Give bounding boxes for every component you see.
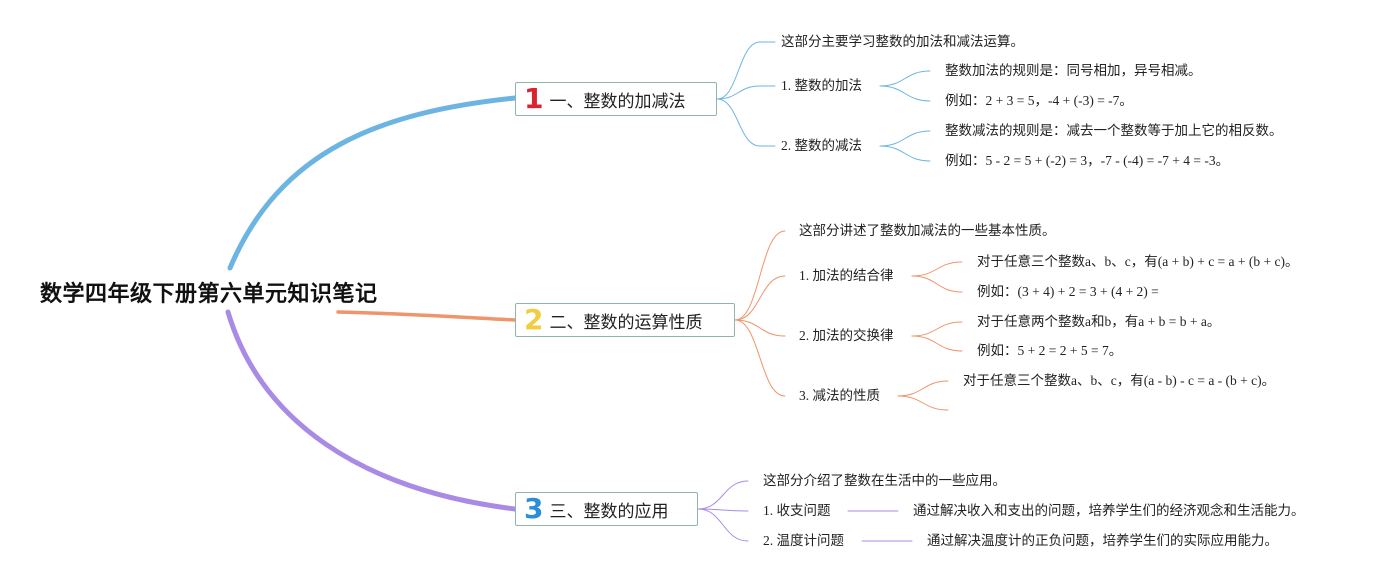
number-1-icon: 1 bbox=[524, 82, 544, 115]
branch-2-intro: 这部分讲述了整数加减法的一些基本性质。 bbox=[799, 223, 1056, 238]
branch-topic-1[interactable]: 1 一、整数的加减法 bbox=[515, 82, 717, 116]
branch-1-link-item1 bbox=[716, 85, 761, 100]
branch-2-link-item1 bbox=[734, 275, 786, 321]
branch-2-link-item2 bbox=[734, 319, 786, 337]
branch-topic-2[interactable]: 2 二、整数的运算性质 bbox=[515, 303, 735, 337]
subtopic-integer-addition[interactable]: 1. 整数的加法 bbox=[781, 78, 862, 93]
branch-3-intro: 这部分介绍了整数在生活中的一些应用。 bbox=[763, 473, 1006, 488]
branch-1-link-item2 bbox=[716, 98, 761, 147]
associative-example-link bbox=[911, 275, 963, 293]
branch-title: 三、整数的应用 bbox=[549, 501, 669, 522]
branch-topic-3[interactable]: 3 三、整数的应用 bbox=[515, 492, 698, 526]
root-topic[interactable]: 数学四年级下册第六单元知识笔记 bbox=[40, 282, 378, 307]
detail-thermometer: 通过解决温度计的正负问题，培养学生们的实际应用能力。 bbox=[927, 533, 1278, 548]
branch-2-link-intro bbox=[734, 230, 786, 321]
subtraction-rule-link bbox=[879, 130, 931, 147]
detail-income-expense: 通过解决收入和支出的问题，培养学生们的经济观念和生活能力。 bbox=[913, 503, 1305, 518]
branch-title: 一、整数的加减法 bbox=[549, 91, 686, 112]
subtopic-commutative-law[interactable]: 2. 加法的交换律 bbox=[799, 328, 894, 343]
addition-rule-link bbox=[879, 70, 931, 87]
subtopic-integer-subtraction[interactable]: 2. 整数的减法 bbox=[781, 138, 862, 153]
commutative-example-link bbox=[911, 335, 963, 352]
detail-addition-example: 例如：2 + 3 = 5，-4 + (-3) = -7。 bbox=[945, 93, 1133, 108]
detail-commutative-example: 例如：5 + 2 = 2 + 5 = 7。 bbox=[977, 343, 1123, 358]
commutative-rule-link bbox=[911, 321, 963, 337]
branch-3-link-item1 bbox=[697, 508, 749, 512]
branch-1-link-intro bbox=[716, 41, 761, 100]
associative-rule-link bbox=[911, 261, 963, 277]
addition-example-link bbox=[879, 85, 931, 102]
detail-subtraction-property: 对于任意三个整数a、b、c，有(a - b) - c = a - (b + c)… bbox=[963, 373, 1276, 388]
detail-commutative-rule: 对于任意两个整数a和b，有a + b = b + a。 bbox=[977, 314, 1221, 329]
subtopic-thermometer[interactable]: 2. 温度计问题 bbox=[763, 533, 844, 548]
branch-title: 二、整数的运算性质 bbox=[549, 312, 703, 333]
branch-3-link-item2 bbox=[697, 508, 749, 542]
branch-2-link-item3 bbox=[734, 319, 786, 397]
subtraction-property-empty-link bbox=[897, 395, 949, 411]
detail-subtraction-rule: 整数减法的规则是：减去一个整数等于加上它的相反数。 bbox=[945, 123, 1283, 138]
root-connector-2 bbox=[336, 310, 517, 322]
detail-associative-example: 例如：(3 + 4) + 2 = 3 + (4 + 2) = bbox=[977, 284, 1159, 299]
detail-addition-rule: 整数加法的规则是：同号相加，异号相减。 bbox=[945, 63, 1202, 78]
number-3-icon: 3 bbox=[524, 492, 544, 525]
root-connector-3 bbox=[225, 309, 518, 512]
subtopic-income-expense[interactable]: 1. 收支问题 bbox=[763, 503, 831, 518]
subtraction-example-link bbox=[879, 145, 931, 162]
number-2-icon: 2 bbox=[524, 303, 544, 336]
root-connector-1 bbox=[227, 95, 518, 271]
subtopic-associative-law[interactable]: 1. 加法的结合律 bbox=[799, 268, 894, 283]
detail-associative-rule: 对于任意三个整数a、b、c，有(a + b) + c = a + (b + c)… bbox=[977, 254, 1299, 269]
branch-1-intro: 这部分主要学习整数的加法和减法运算。 bbox=[781, 34, 1024, 49]
subtraction-property-link bbox=[897, 380, 949, 397]
detail-subtraction-example: 例如：5 - 2 = 5 + (-2) = 3，-7 - (-4) = -7 +… bbox=[945, 153, 1230, 168]
subtopic-subtraction-property[interactable]: 3. 减法的性质 bbox=[799, 388, 880, 403]
branch-3-link-intro bbox=[697, 480, 749, 510]
